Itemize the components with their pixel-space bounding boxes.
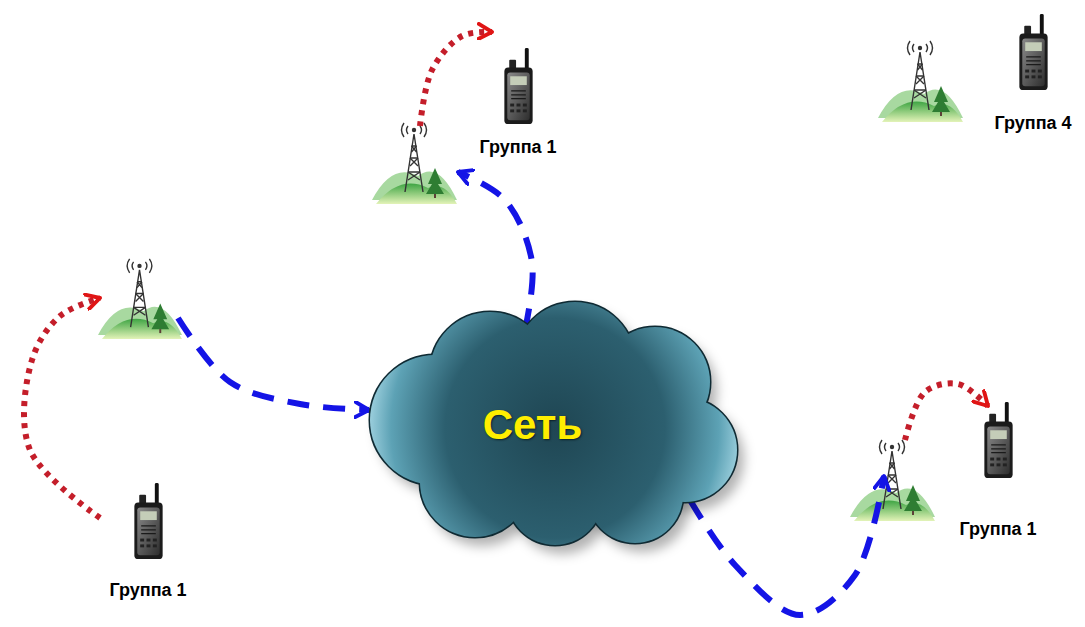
route-segment bbox=[420, 32, 492, 126]
radio-group: Группа 4 bbox=[985, 14, 1081, 134]
route-segment bbox=[458, 172, 533, 330]
group-label: Группа 1 bbox=[109, 579, 186, 601]
group-label: Группа 1 bbox=[479, 136, 556, 158]
radio-icon bbox=[131, 483, 166, 561]
signal-route bbox=[690, 383, 988, 615]
radio-group: Группа 1 bbox=[470, 48, 566, 158]
route-segment bbox=[24, 298, 100, 518]
route-segment bbox=[905, 383, 988, 440]
radio-icon bbox=[1016, 14, 1051, 92]
signal-route bbox=[420, 32, 533, 330]
radio-icon bbox=[501, 48, 536, 126]
route-segment bbox=[178, 318, 369, 410]
group-label: Группа 1 bbox=[959, 518, 1036, 540]
tower-icon bbox=[850, 440, 935, 521]
tower-icon bbox=[372, 123, 457, 204]
network-label: Сеть bbox=[483, 397, 623, 449]
radio-icon bbox=[981, 402, 1016, 480]
signal-route bbox=[24, 298, 369, 518]
tower-icon bbox=[878, 41, 963, 122]
tower-icon bbox=[98, 259, 182, 339]
radio-group: Группа 1 bbox=[950, 402, 1046, 540]
group-label: Группа 4 bbox=[994, 112, 1071, 134]
radio-group: Группа 1 bbox=[100, 483, 196, 601]
network-cloud: Сеть bbox=[365, 300, 740, 545]
